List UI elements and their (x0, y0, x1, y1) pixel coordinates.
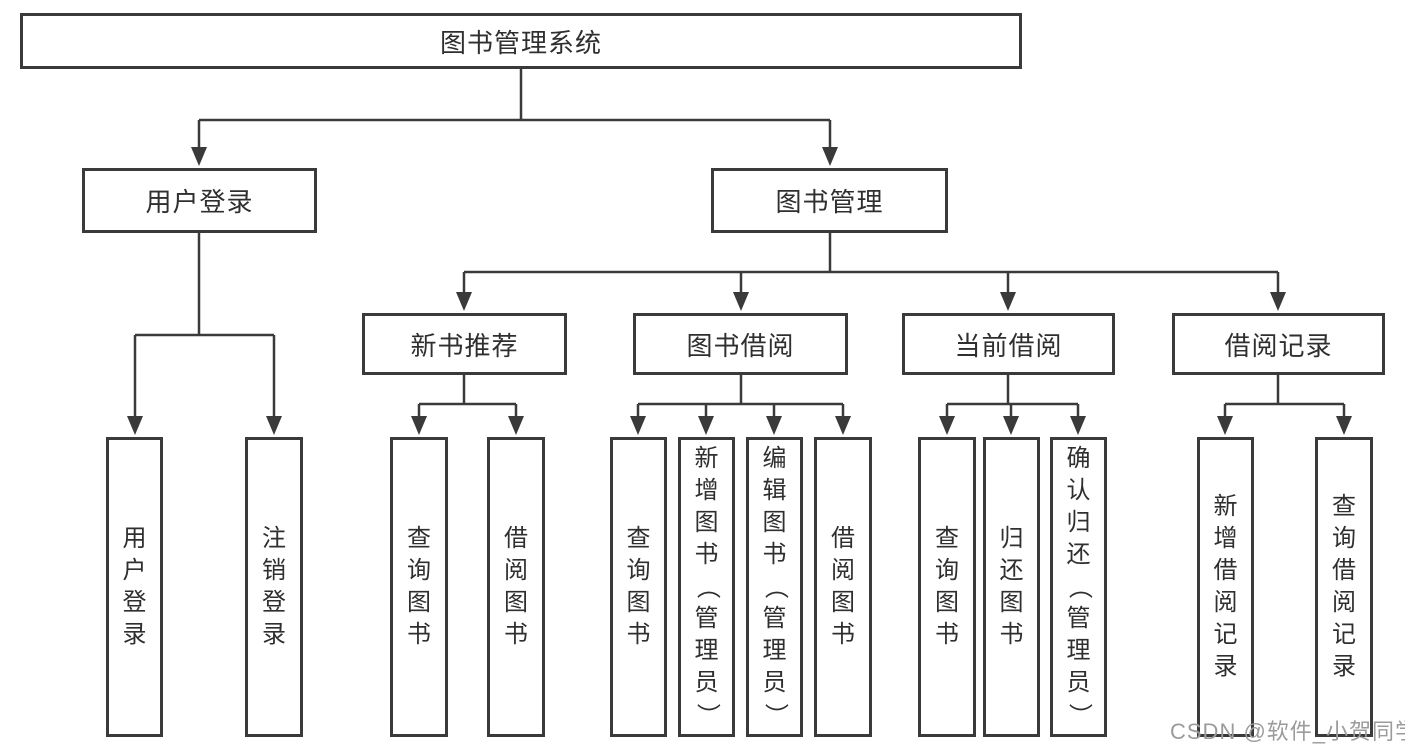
node-current-borrow: 当前借阅 (902, 313, 1115, 375)
leaf-confirm-return-admin: 确认归还（管理员） (1050, 437, 1107, 737)
leaf-query-book-current: 查询图书 (918, 437, 976, 737)
leaf-query-book-borrow: 查询图书 (610, 437, 667, 737)
node-book-borrow: 图书借阅 (633, 313, 848, 375)
leaf-add-borrow-record: 新增借阅记录 (1197, 437, 1254, 737)
leaf-borrow-book-recommend: 借阅图书 (487, 437, 545, 737)
leaf-return-book: 归还图书 (983, 437, 1040, 737)
leaf-edit-book-admin: 编辑图书（管理员） (746, 437, 803, 737)
node-new-book-recommend: 新书推荐 (362, 313, 567, 375)
leaf-user-login: 用户登录 (106, 437, 163, 737)
arrowheads (127, 147, 1352, 435)
leaf-add-book-admin: 新增图书（管理员） (678, 437, 735, 737)
leaf-query-borrow-record: 查询借阅记录 (1315, 437, 1373, 737)
node-root: 图书管理系统 (20, 13, 1022, 69)
node-book-management: 图书管理 (711, 168, 948, 233)
node-user-login: 用户登录 (82, 168, 317, 233)
leaf-borrow-book: 借阅图书 (814, 437, 872, 737)
leaf-logout: 注销登录 (245, 437, 303, 737)
leaf-query-book-recommend: 查询图书 (390, 437, 448, 737)
node-borrow-records: 借阅记录 (1172, 313, 1385, 375)
watermark-text: CSDN @软件_小贺同学 (1170, 719, 1405, 744)
